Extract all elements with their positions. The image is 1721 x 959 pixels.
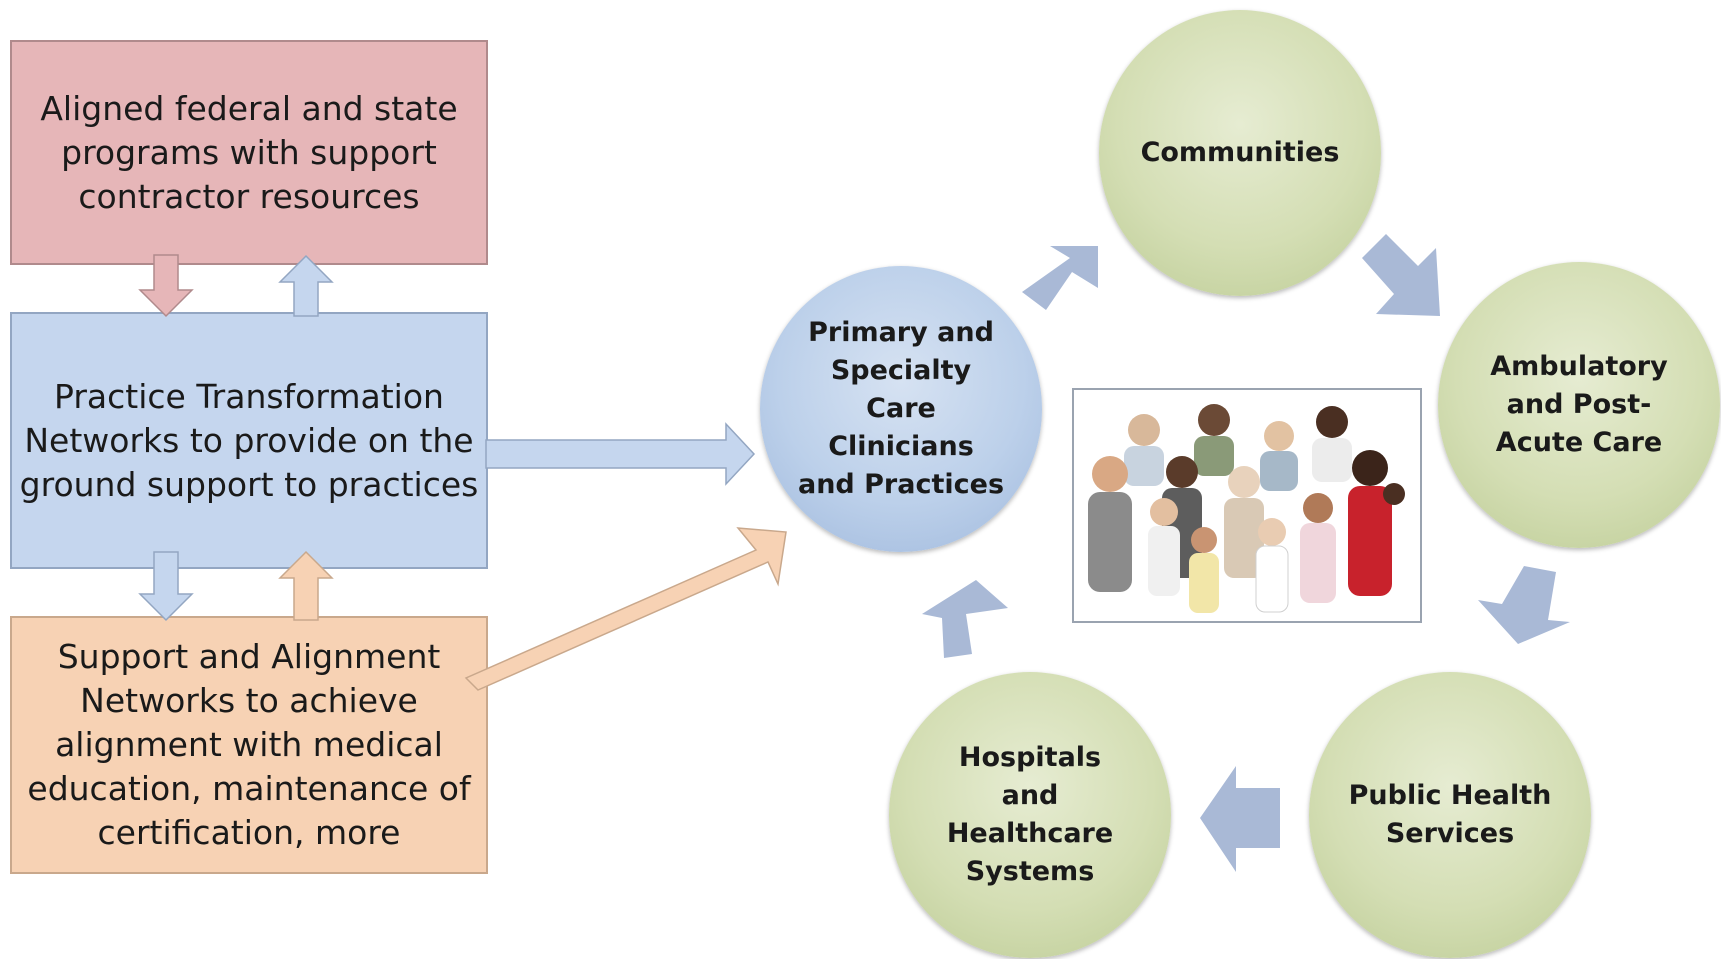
ambulatory-post-acute-care-label: Ambulatory and Post- Acute Care	[1490, 351, 1668, 458]
federal-state-programs-text: Aligned federal and state programs with …	[40, 88, 458, 216]
cycle-arrow-icon	[1478, 566, 1570, 644]
practice-transformation-networks-box: Practice Transformation Networks to prov…	[10, 312, 488, 569]
cycle-arrow-icon	[1200, 766, 1280, 872]
diagonal-arrow-icon	[464, 527, 787, 691]
ambulatory-post-acute-care-circle: Ambulatory and Post- Acute Care	[1438, 262, 1720, 548]
arrow-up-icon	[278, 254, 334, 317]
cycle-arrow-icon	[1022, 246, 1098, 310]
group-of-people-icon	[1074, 390, 1420, 621]
cycle-arrow-icon	[922, 580, 1008, 658]
hospitals-healthcare-systems-label: Hospitals and Healthcare Systems	[946, 742, 1114, 887]
primary-specialty-care-label: Primary and Specialty Care Clinicians an…	[797, 317, 1005, 500]
practice-transformation-networks-text: Practice Transformation Networks to prov…	[19, 376, 479, 504]
primary-specialty-care-circle: Primary and Specialty Care Clinicians an…	[760, 266, 1042, 552]
arrow-down-icon	[138, 551, 194, 622]
public-health-services-circle: Public Health Services	[1309, 672, 1591, 958]
hospitals-healthcare-systems-circle: Hospitals and Healthcare Systems	[889, 672, 1171, 958]
communities-label: Communities	[1140, 137, 1340, 168]
federal-state-programs-box: Aligned federal and state programs with …	[10, 40, 488, 265]
arrow-up-icon	[278, 550, 334, 621]
support-alignment-networks-box: Support and Alignment Networks to achiev…	[10, 616, 488, 874]
group-of-people-photo	[1072, 388, 1422, 623]
cycle-arrow-icon	[1362, 234, 1440, 316]
arrow-right-icon	[485, 422, 756, 486]
arrow-down-icon	[138, 254, 194, 318]
communities-circle: Communities	[1099, 10, 1381, 296]
support-alignment-networks-text: Support and Alignment Networks to achiev…	[27, 637, 471, 852]
public-health-services-label: Public Health Services	[1348, 780, 1552, 849]
